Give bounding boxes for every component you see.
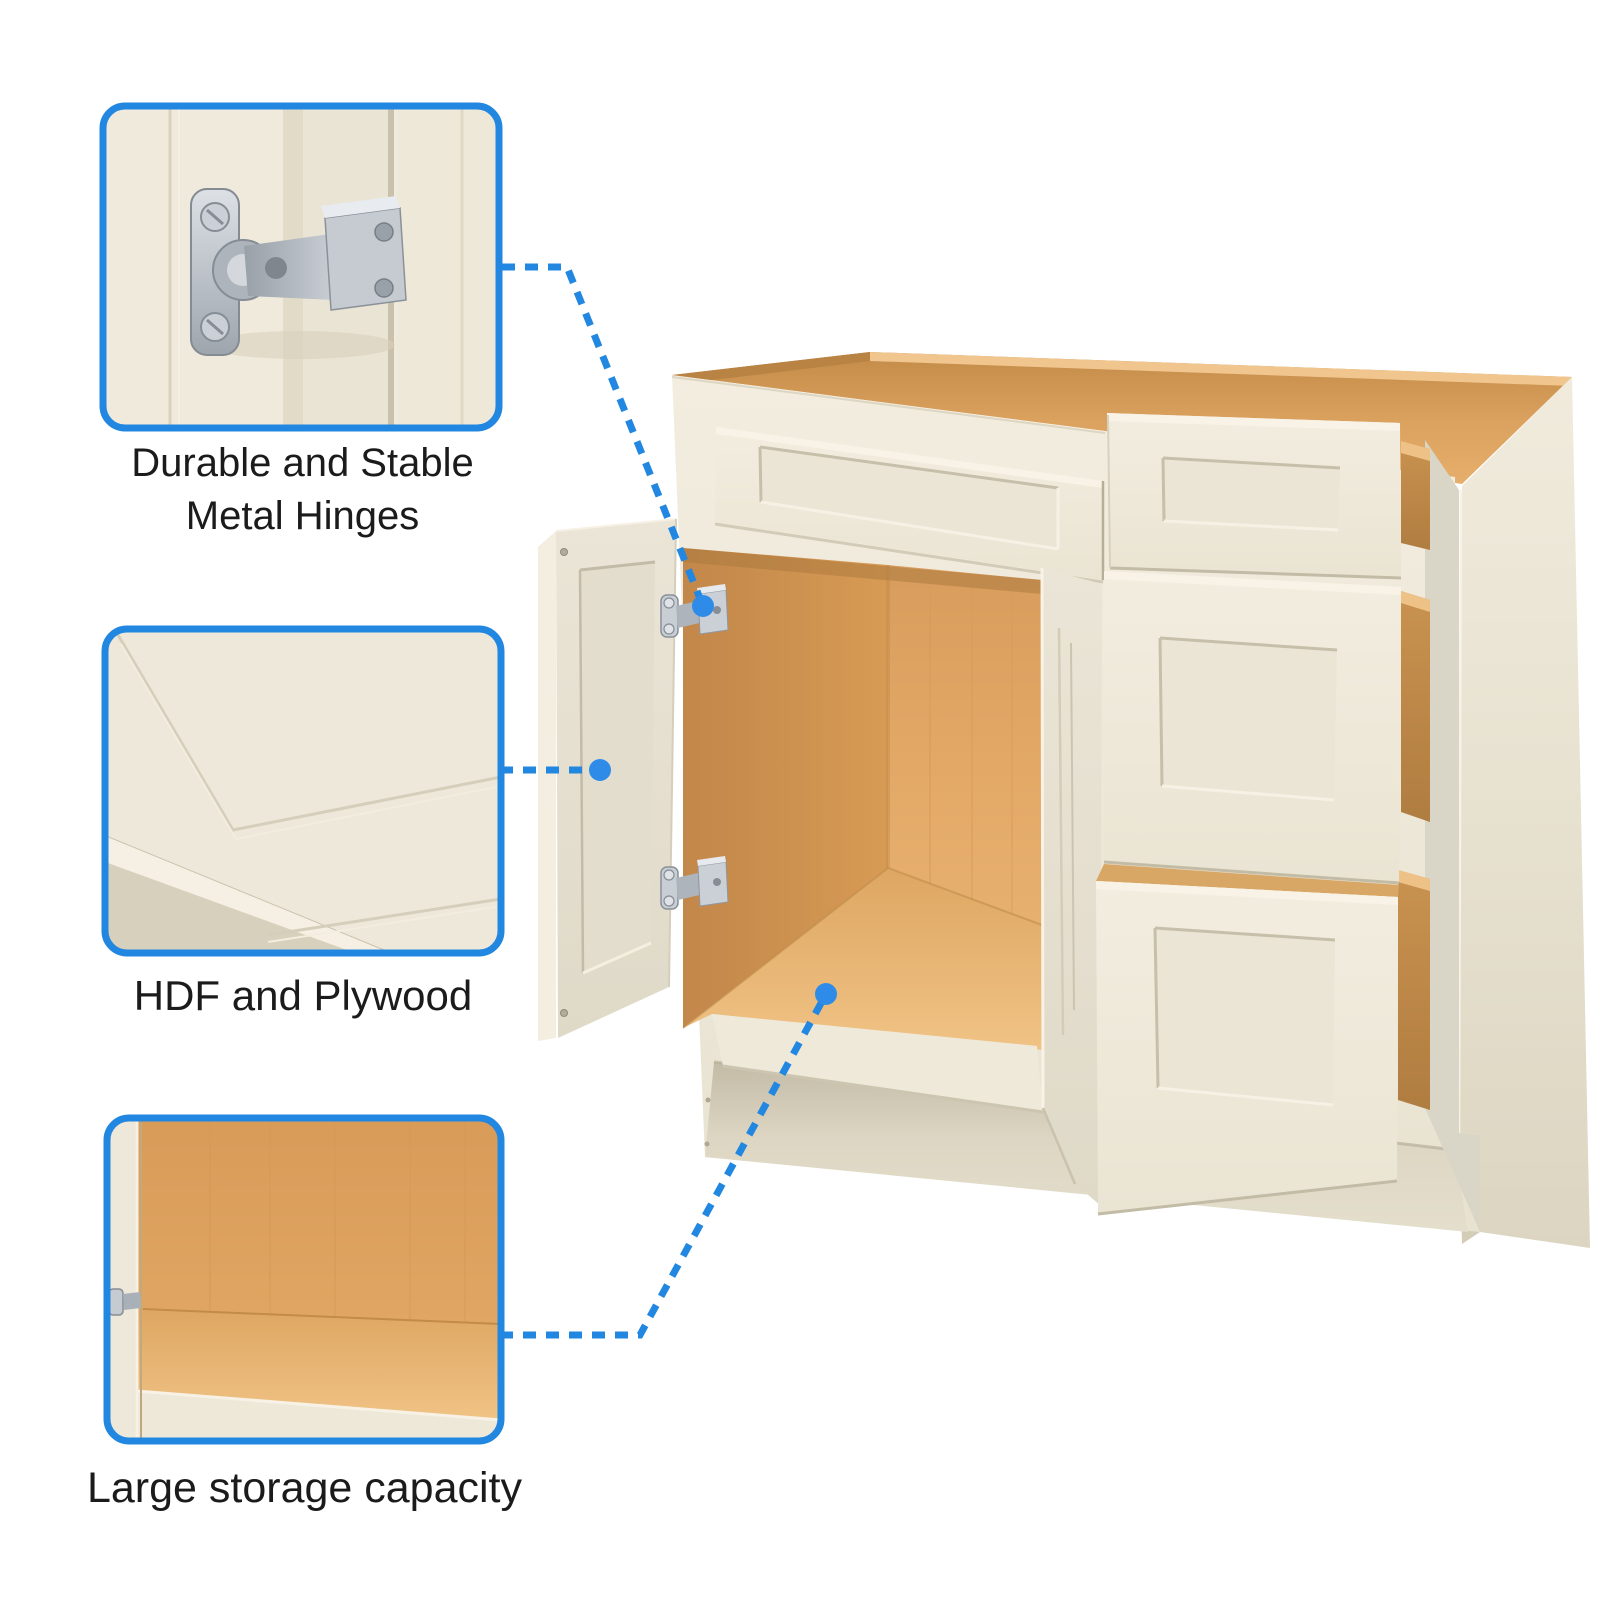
door-hinge-upper bbox=[660, 584, 729, 638]
drawer-top bbox=[1107, 413, 1402, 580]
feature-caption-line: HDF and Plywood bbox=[133, 972, 473, 1019]
leader-line-hinges bbox=[502, 263, 707, 608]
hinge-illustration bbox=[190, 188, 407, 356]
drawer-bottom bbox=[1096, 881, 1398, 1216]
cabinet-interior bbox=[682, 548, 1044, 1114]
callout-panel-material bbox=[101, 625, 505, 957]
inner-side-panel bbox=[1425, 440, 1480, 1232]
panel-material-closeup bbox=[105, 629, 501, 953]
cabinet-side-panel bbox=[1457, 377, 1590, 1248]
interior-hinge bbox=[108, 1288, 141, 1316]
callout-storage bbox=[103, 1114, 505, 1445]
feature-caption-line: Durable and Stable bbox=[131, 441, 474, 485]
false-drawer-front bbox=[714, 427, 1105, 584]
leader-lines bbox=[500, 263, 837, 1339]
callout-metal-hinge bbox=[99, 102, 503, 432]
feature-caption-material: HDF and Plywood bbox=[48, 971, 558, 1021]
left-door bbox=[538, 518, 729, 1041]
callout-border-storage bbox=[103, 1114, 505, 1445]
bottom-rail bbox=[712, 1014, 1043, 1112]
feature-caption-line: Large storage capacity bbox=[86, 1464, 523, 1512]
drawer-middle bbox=[1103, 571, 1401, 885]
leader-line-storage bbox=[500, 992, 830, 1339]
cabinet-render bbox=[538, 352, 1590, 1248]
feature-caption-hinges: Durable and Stable Metal Hinges bbox=[50, 437, 555, 543]
feature-caption-line: Metal Hinges bbox=[185, 494, 420, 538]
callout-border-material bbox=[101, 625, 505, 957]
right-door bbox=[1040, 567, 1102, 1205]
cabinet-interior-closeup bbox=[107, 1118, 501, 1441]
metal-hinge-closeup bbox=[103, 106, 499, 428]
drawer-boxes bbox=[1096, 441, 1430, 1110]
door-hinge-lower bbox=[660, 856, 729, 910]
feature-caption-storage: Large storage capacity bbox=[52, 1463, 557, 1513]
anchor-dot-hinges bbox=[692, 595, 714, 617]
anchor-dot-storage bbox=[815, 983, 837, 1005]
anchor-dot-material bbox=[589, 759, 611, 781]
callout-border-hinges bbox=[99, 102, 503, 432]
